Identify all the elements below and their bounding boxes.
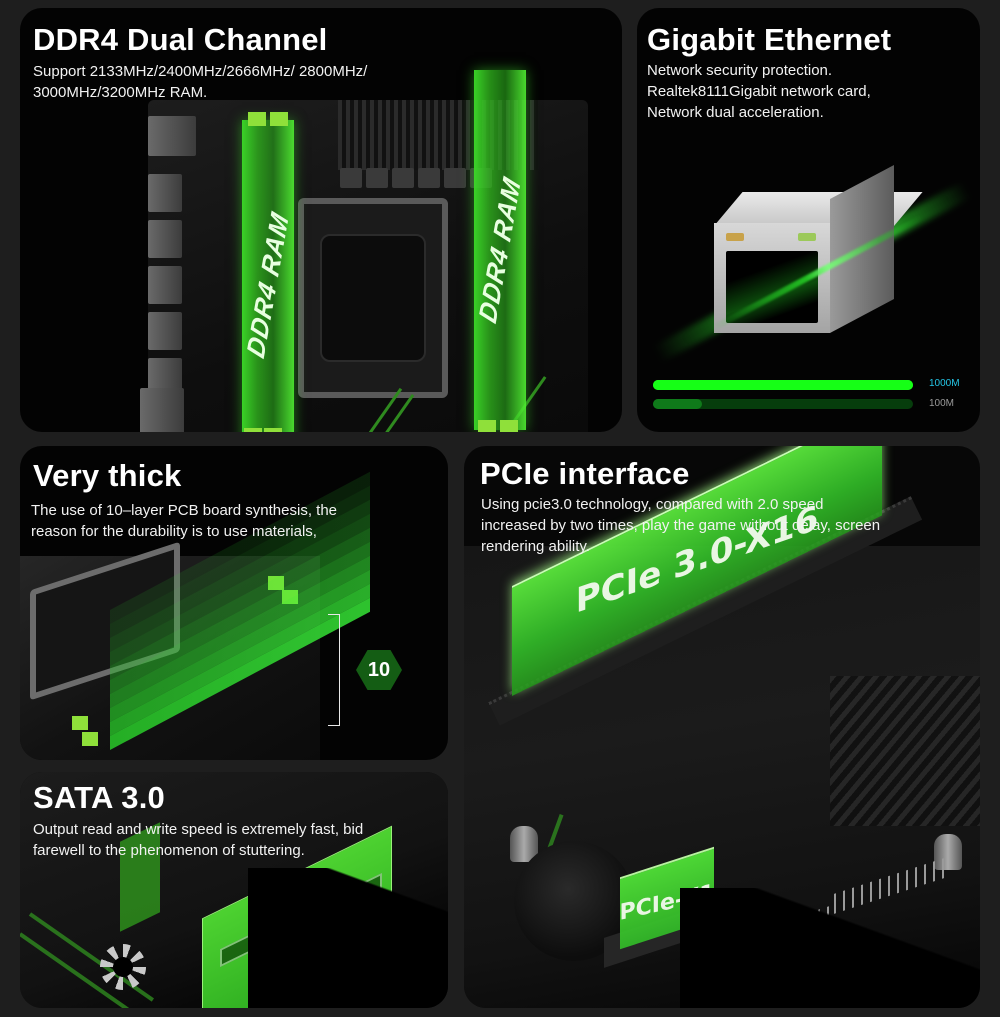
sata-desc-line: Output read and write speed is extremely… <box>33 821 364 838</box>
motherboard-illustration: DDR4 RAM DDR4 RAM <box>140 70 588 432</box>
layer-bracket-icon <box>328 614 340 726</box>
ethernet-title: Gigabit Ethernet <box>647 22 892 57</box>
ddr4-description: Support 2133MHz/2400MHz/2666MHz/ 2800MHz… <box>33 61 493 103</box>
vrm-choke <box>392 168 414 188</box>
usb-port <box>148 312 182 350</box>
pcie-desc-line: increased by two times, play the game wi… <box>481 517 881 534</box>
ddr4-desc-line: 3000MHz/3200MHz RAM. <box>33 84 208 101</box>
ddr4-desc-line: Support 2133MHz/2400MHz/2666MHz/ 2800MHz… <box>33 63 368 80</box>
usb-port <box>148 174 182 212</box>
ram-clip <box>82 732 98 746</box>
ram-clip <box>500 420 518 432</box>
thick-description: The use of 10–layer PCB board synthesis,… <box>31 500 431 542</box>
sata-title: SATA 3.0 <box>33 780 165 815</box>
speed-bar-fill <box>653 380 913 390</box>
status-led-green <box>798 233 816 241</box>
ddr4-title: DDR4 Dual Channel <box>33 22 328 57</box>
ram-clip <box>478 420 496 432</box>
ram-label: DDR4 RAM <box>472 172 527 328</box>
ram-label: DDR4 RAM <box>240 207 295 363</box>
ram-clip <box>270 112 288 126</box>
ram-clip <box>248 112 266 126</box>
board-edge-shadow <box>248 868 448 1008</box>
io-port <box>148 116 196 156</box>
thick-desc-line: reason for the durability is to use mate… <box>31 523 317 540</box>
ethernet-desc-line: Network security protection. <box>647 62 833 79</box>
ethernet-desc-line: Network dual acceleration. <box>647 104 824 121</box>
ram-clip <box>268 576 284 590</box>
usb-port <box>148 220 182 258</box>
pcie-desc-line: Using pcie3.0 technology, compared with … <box>481 496 824 513</box>
vrm-choke <box>366 168 388 188</box>
vrm-choke <box>444 168 466 188</box>
usb-port <box>148 266 182 304</box>
speed-bar-fill <box>653 399 703 409</box>
fan-header-icon <box>100 944 146 990</box>
speed-bar-1000m <box>653 380 913 390</box>
ram-clip <box>72 716 88 730</box>
layer-count-badge: 10 <box>356 650 402 690</box>
thick-title: Very thick <box>33 458 182 493</box>
socket-cover <box>320 234 426 362</box>
speed-label-1000m: 1000M <box>929 378 960 389</box>
sata-description: Output read and write speed is extremely… <box>33 819 443 861</box>
board-edge-shadow <box>680 888 980 1008</box>
ram-clip <box>244 428 262 432</box>
ddr4-feature-panel: DDR4 RAM DDR4 RAM DDR4 Dual Channel Supp… <box>20 8 622 432</box>
cpu-socket <box>298 198 448 398</box>
ram-clip <box>264 428 282 432</box>
ethernet-desc-line: Realtek8111Gigabit network card, <box>647 83 871 100</box>
ethernet-port <box>140 388 184 432</box>
ram-stick-left: DDR4 RAM <box>240 120 295 432</box>
pcb-thickness-feature-panel: Very thick The use of 10–layer PCB board… <box>20 446 448 760</box>
vrm-choke <box>340 168 362 188</box>
heatsink-fins <box>830 676 980 826</box>
speed-bar-100m <box>653 399 913 409</box>
ethernet-feature-panel: Gigabit Ethernet Network security protec… <box>637 8 980 432</box>
status-led-amber <box>726 233 744 241</box>
vrm-choke <box>418 168 440 188</box>
sata-desc-line: farewell to the phenomenon of stuttering… <box>33 842 305 859</box>
speed-label-100m: 100M <box>929 398 955 409</box>
ram-stick-right: DDR4 RAM <box>472 70 527 430</box>
thick-desc-line: The use of 10–layer PCB board synthesis,… <box>31 502 338 519</box>
sata-feature-panel: SATA 3.0 Output read and write speed is … <box>20 772 448 1008</box>
ethernet-description: Network security protection. Realtek8111… <box>647 60 871 123</box>
pcie-description: Using pcie3.0 technology, compared with … <box>481 494 976 557</box>
pcie-desc-line: rendering ability. <box>481 538 590 555</box>
pcie-feature-panel: PCIe 3.0-X16 PCIe-X1 PCIe interface Usin… <box>464 446 980 1008</box>
pcie-title: PCIe interface <box>480 456 690 491</box>
